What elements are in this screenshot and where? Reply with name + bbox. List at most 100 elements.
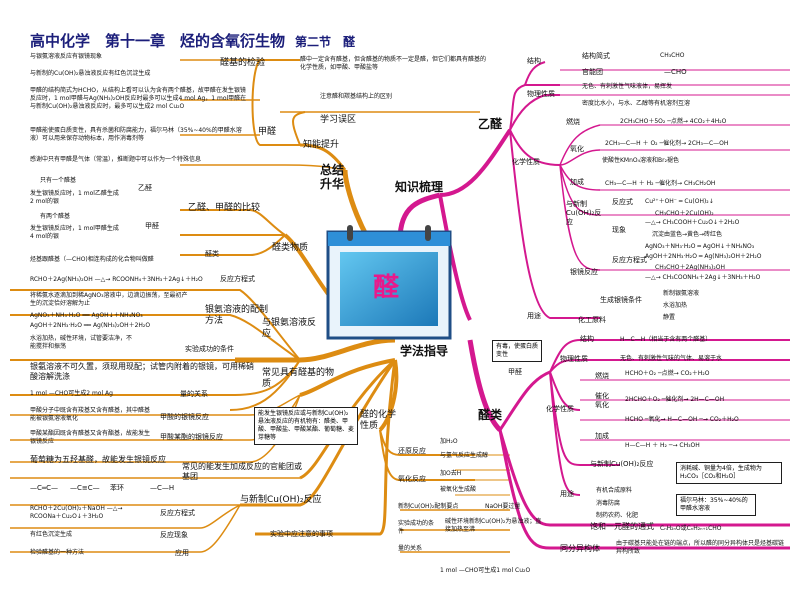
common-addition: 常见的能发生加成反应的官能团或基团 bbox=[182, 462, 302, 481]
acet-ag-eq4: —△→ CH₃COONH₄＋2Ag↓＋3NH₃＋H₂O bbox=[645, 274, 761, 281]
common-box: 能发生银镜反应或与新制Cu(OH)₂悬浊液反应的有机物有：醛类、甲酸、甲酸盐、甲… bbox=[254, 407, 358, 446]
form-cat-ox: 催化氧化 bbox=[595, 392, 609, 409]
acet-burn: 燃烧 bbox=[566, 118, 580, 126]
acet-phen-t: 现象 bbox=[612, 226, 626, 234]
acet-physical: 物理性质 bbox=[527, 90, 555, 98]
acet-add-eq: CH₃—C—H ＋ H₂ ─催化剂→ CH₃CH₂OH bbox=[605, 180, 716, 187]
detect-2: 与新制的Cu(OH)₂悬浊液反应有红色沉淀生成 bbox=[30, 70, 151, 77]
form-formalin: 福尔马林：35%~40%的甲醛水溶液 bbox=[676, 494, 756, 517]
misread-1: 醛中一定含有醛基，但含醛基的物质不一定是醛，但它们都具有醛基的化学性质，如甲酸、… bbox=[300, 56, 487, 72]
cuoh-exp-1-t: 新制Cu(OH)₂配制要点 bbox=[398, 503, 459, 510]
aldehydes-label: 醛类 bbox=[205, 250, 219, 258]
center-label: 醛 bbox=[373, 273, 400, 303]
form-use: 用途 bbox=[560, 490, 574, 498]
silver-big-title: 与银氨溶液反应 bbox=[262, 318, 317, 340]
silver-eq-title: 反应方程式 bbox=[220, 275, 255, 283]
acet-use-val: 化工原料 bbox=[578, 316, 606, 324]
compare-title: 乙醛、甲醛的比较 bbox=[188, 203, 261, 213]
acet-burn-eq: 2CH₃CHO＋5O₂ ─点燃→ 4CO₂＋4H₂O bbox=[620, 118, 727, 125]
acet-func-val: —CHO bbox=[664, 68, 687, 76]
acet-ag-eq2: AgOH＋2NH₃·H₂O ═ Ag(NH₃)₂OH＋2H₂O bbox=[645, 253, 762, 260]
form-use-2: 消毒防腐 bbox=[596, 500, 621, 507]
branch-acetaldehyde: 乙醛 bbox=[478, 117, 503, 131]
cuoh-exp-2-t: 实验成功的条件 bbox=[398, 520, 435, 536]
acet-phen: 沉淀由蓝色→黄色→砖红色 bbox=[652, 231, 723, 238]
acet-ag-eq1: AgNO₃＋NH₃·H₂O ═ AgOH↓＋NH₄NO₃ bbox=[645, 243, 755, 250]
branch-method: 学法指导 bbox=[400, 344, 449, 358]
common-group-0: —C═C— bbox=[30, 484, 58, 492]
form-cat-eq2: HCHO ─氧化→ H—C—OH ─→ CO₂＋H₂O bbox=[625, 416, 739, 423]
detect-1: 与银氨溶液反应有银镜现象 bbox=[30, 53, 103, 60]
silver-prep-text: 将稀氨水逐滴加到稀AgNO₃溶液中，边滴边振荡，至最初产生的沉淀恰好溶解为止 bbox=[30, 292, 188, 308]
cuoh-phen: 有红色沉淀生成 bbox=[30, 531, 73, 538]
silver-prep-title: 银氨溶液的配制方法 bbox=[205, 305, 269, 327]
common-formic: 甲酸分子中既含有羧基又含有醛基，其中醛基能被银氨溶液氧化 bbox=[30, 407, 151, 423]
acet-phys-1: 无色、有刺激性气味液体，易挥发 bbox=[582, 83, 673, 90]
cuoh-phen-t: 反应现象 bbox=[160, 531, 188, 539]
acet-mirror-2: 水浴加热 bbox=[663, 302, 688, 309]
form-use-1: 有机合成原料 bbox=[596, 487, 633, 494]
form-cu-box: 消耗碱、铜量为4倍，生成物为H₂CO₃［CO₂和H₂O］ bbox=[676, 462, 782, 485]
silver-prep-eq1: AgNO₃＋NH₃·H₂O ══ AgOH↓＋NH₄NO₃ bbox=[30, 312, 143, 319]
cuoh-exp-2: 碱性环境新制Cu(OH)₂为悬浊液；直接加热至沸 bbox=[445, 518, 542, 534]
oxid-1: 加O去H bbox=[440, 470, 462, 477]
misread-2: 注意醛和羰基结构上的区别 bbox=[320, 93, 393, 100]
orange-branches bbox=[10, 59, 510, 553]
acet-func-group: 官能团 bbox=[582, 68, 603, 76]
oxid-title: 氧化反应 bbox=[398, 475, 426, 483]
acet-oxidation: 氧化 bbox=[570, 145, 584, 153]
silver-cond-text: 水浴加热，碱性环境，试管要洁净，不能搅拌和振荡 bbox=[30, 335, 133, 351]
cuoh-exp-t: 实验中应注意的事项 bbox=[270, 530, 333, 538]
magenta-branches bbox=[397, 61, 790, 550]
cuoh-title: 与新制Cu(OH)₂反应 bbox=[240, 495, 322, 505]
cuoh-use-t: 应用 bbox=[175, 549, 189, 557]
oxid-2: 被氧化生成酸 bbox=[440, 486, 477, 493]
common-group-3: —C—H bbox=[150, 484, 175, 492]
reduce-2: 与氢气反应生成醇 bbox=[440, 452, 489, 459]
saturated-val: CₙH₂ₙO或CₙH₂ₙ₊₁CHO bbox=[660, 525, 722, 532]
branch-aldehydes: 醛类 bbox=[478, 408, 503, 422]
compare-acet-text: 发生银镜反应时，1 mol乙醛生成2 mol的银 bbox=[30, 190, 119, 206]
silver-qty-title: 量的关系 bbox=[180, 390, 208, 398]
misread-title: 学习误区 bbox=[320, 115, 357, 125]
acet-struct-val: CH₃CHO bbox=[660, 52, 685, 59]
acet-cu-eq2: CH₃CHO＋2Cu(OH)₂ bbox=[655, 210, 714, 217]
form-label: 甲醛 bbox=[508, 368, 522, 376]
acet-mirror-3: 静置 bbox=[663, 314, 676, 321]
sense-text: 感谢中只有甲醛是气体（常温），推断题中可以作为一个特殊信息 bbox=[30, 156, 202, 163]
acet-use: 用途 bbox=[527, 312, 541, 320]
aldehydes-title: 醛类物质 bbox=[272, 243, 309, 253]
saturated-title: 饱和一元醛的通式 bbox=[590, 522, 654, 531]
acet-kmno4: 使酸性KMnO₄溶液和Br₂褪色 bbox=[602, 157, 680, 164]
isomer-val: 由于碳基只能处在链的端点，所以醛的同分异构体只是烃基碳链异构所致 bbox=[616, 540, 785, 556]
calendar-icon bbox=[326, 225, 452, 340]
form-structure: 结构 bbox=[580, 335, 594, 343]
form-struct-val: H—C—H（相当于含有两个醛基） bbox=[620, 336, 712, 343]
form-phys-val: 无色、有刺激性气味的气体、易溶于水 bbox=[620, 355, 723, 362]
acet-cu-eq3: —△→ CH₃COOH＋Cu₂O↓＋2H₂O bbox=[645, 219, 740, 226]
common-formic-t: 甲酸的银镜反应 bbox=[160, 413, 209, 421]
form-burn-eq: HCHO＋O₂ ─点燃→ CO₂＋H₂O bbox=[625, 370, 710, 377]
acet-phys-2: 密度比水小，与水、乙醇等有机溶剂互溶 bbox=[582, 100, 691, 107]
form-cu-react: 与新制Cu(OH)₂反应 bbox=[590, 460, 654, 468]
branch-knowledge: 知识梳理 bbox=[395, 180, 444, 194]
form-poison: 有毒，使蛋白质变性 bbox=[492, 340, 542, 363]
compare-form-text: 发生银镜反应时，1 mol甲醛生成4 mol的银 bbox=[30, 225, 119, 241]
aldehydes-def: 烃基跟醛基（—CHO)相连构成的化合物叫做醛 bbox=[30, 256, 154, 263]
cuoh-exp-3-t: 量的关系 bbox=[398, 545, 423, 552]
knowledge-up: 知能提升 bbox=[303, 140, 340, 150]
common-glucose: 葡萄糖为五羟基醛，故能发生银镜反应 bbox=[30, 455, 166, 464]
acet-ag-react: 银镜反应 bbox=[570, 268, 598, 276]
chem-props-title: 醛的化学性质 bbox=[360, 410, 397, 432]
cuoh-eq-t: 反应方程式 bbox=[160, 509, 195, 517]
common-group-1: —C≡C— bbox=[70, 484, 100, 492]
acet-mirror-1: 新制银氨溶液 bbox=[663, 290, 700, 297]
silver-store-text: 银氨溶液不可久置，须现用现配；试管内附着的银镜，可用稀硝酸溶解洗涤 bbox=[30, 362, 254, 381]
formaldehyde-text: 甲醛的结构简式为HCHO，从结构上看可以认为含有两个醛基，故甲醛在发生银镜反应时… bbox=[30, 87, 247, 111]
form-burn: 燃烧 bbox=[595, 372, 609, 380]
cuoh-eq: RCHO＋2Cu(OH)₂＋NaOH —△→ RCOONa＋Cu₂O↓＋3H₂O bbox=[30, 505, 123, 521]
acet-cat-eq: 2CH₃—C—H ＋ O₂ ─催化剂→ 2CH₃—C—OH bbox=[605, 140, 729, 147]
title-main: 高中化学 第十一章 烃的含氧衍生物 bbox=[30, 32, 286, 50]
cuoh-exp-1: NaOH要过量 bbox=[485, 503, 521, 510]
